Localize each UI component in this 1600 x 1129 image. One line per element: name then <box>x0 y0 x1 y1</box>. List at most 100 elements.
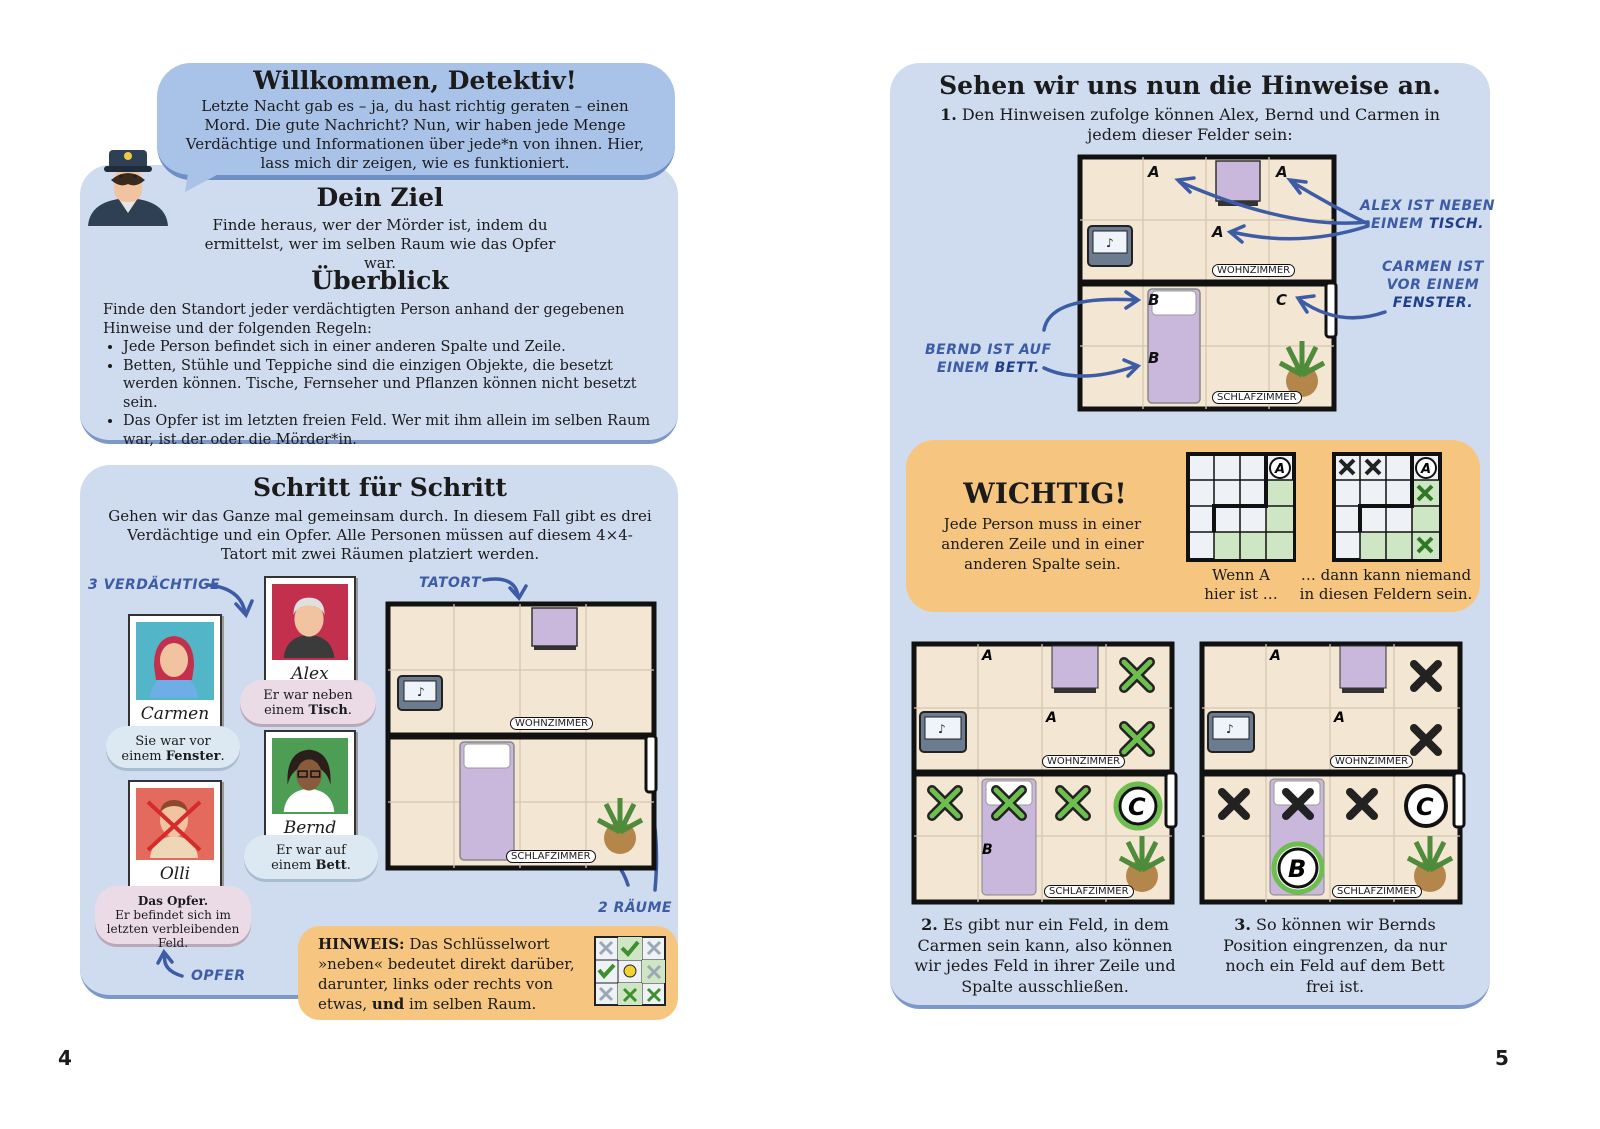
cell-letter-b: B <box>1288 855 1306 883</box>
room-label-living: WOHNZIMMER <box>1330 755 1414 768</box>
alex-clue: Er war neben einem Tisch. <box>240 680 376 724</box>
example-caption-2: … dann kann niemand in diesen Feldern se… <box>1299 566 1473 603</box>
step-2-number: 2. <box>921 915 938 934</box>
hint-body: Das Schlüsselwort »neben« bedeutet direk… <box>318 935 575 1013</box>
cell-letter-c: C <box>1276 291 1287 309</box>
svg-text:♪: ♪ <box>1226 722 1234 736</box>
label-victim: Opfer <box>191 968 246 984</box>
cell-letter-a: A <box>1333 710 1345 726</box>
steps-title: Schritt für Schritt <box>253 473 507 502</box>
clue-keyword: Fenster <box>165 749 221 764</box>
label-suspects: 3 Verdächtige <box>88 577 221 593</box>
cell-letter-a: A <box>1269 648 1281 664</box>
cell-letter-a: A <box>1045 710 1057 726</box>
goal-title: Dein Ziel <box>316 183 444 212</box>
room-label-living: WOHNZIMMER <box>1212 264 1296 277</box>
cell-letter-a: A <box>1275 163 1288 181</box>
label-rooms: 2 Räume <box>598 900 672 916</box>
carmen-clue: Sie war vor einem Fenster. <box>106 726 240 768</box>
step-3-text: 3. So können wir Bernds Position eingren… <box>1210 915 1460 997</box>
clue-end: . <box>346 858 351 873</box>
overview-intro: Finde den Standort jeder verdächtigten P… <box>103 302 625 337</box>
clues-title: Sehen wir uns nun die Hinweise an. <box>939 71 1441 100</box>
suspect-name: Bernd <box>283 818 337 838</box>
cell-letter-a: A <box>1420 462 1431 477</box>
room-label-bedroom: SCHLAFZIMMER <box>1332 885 1422 898</box>
important-text: Jede Person muss in einer anderen Zeile … <box>941 515 1144 573</box>
welcome-bubble <box>157 63 675 180</box>
clue-line: Er war auf <box>276 843 346 858</box>
clue-line: einem <box>121 749 166 764</box>
goal-text: Finde heraus, wer der Mörder ist, indem … <box>204 216 556 272</box>
svg-text:♪: ♪ <box>417 685 425 699</box>
detective-icon <box>88 150 168 226</box>
clue-end: . <box>347 703 352 718</box>
suspect-name: Carmen <box>140 704 210 724</box>
step-2-text: 2. Es gibt nur ein Feld, in dem Carmen s… <box>910 915 1180 997</box>
annotation-keyword: Bett. <box>994 360 1040 376</box>
annotation-line: Carmen ist <box>1382 259 1484 275</box>
room-label-bedroom: SCHLAFZIMMER <box>1212 391 1302 404</box>
annotation-line: vor einem <box>1386 277 1480 293</box>
step-2-body: Es gibt nur ein Feld, in dem Carmen sein… <box>914 915 1176 996</box>
step-3-number: 3. <box>1234 915 1251 934</box>
rule-item: Das Opfer ist im letzten freien Feld. We… <box>123 412 668 449</box>
step-1-text: 1. Den Hinweisen zufolge können Alex, Be… <box>940 105 1440 145</box>
suspect-card-carmen: Carmen <box>128 614 222 728</box>
cell-letter-c: C <box>1416 793 1434 821</box>
victim-name: Olli <box>159 864 191 884</box>
carmen-portrait-icon <box>150 636 198 698</box>
hint-grid-icon <box>594 936 666 1006</box>
annotation-alex: Alex ist neben einem Tisch. <box>1360 197 1495 233</box>
cell-letter-b: B <box>1148 291 1159 309</box>
goal-panel <box>80 165 678 444</box>
annotation-keyword: Tisch. <box>1428 216 1484 232</box>
room-label-living: WOHNZIMMER <box>510 717 594 730</box>
example-grid-2: A <box>1332 452 1442 562</box>
page-number-left: 4 <box>58 1046 72 1070</box>
annotation-bernd: Bernd ist auf einem Bett. <box>925 341 1052 377</box>
victim-card-olli: Olli <box>128 780 222 888</box>
step-3-body: So können wir Bernds Position eingrenzen… <box>1223 915 1447 996</box>
important-title: WICHTIG! <box>963 477 1127 510</box>
crime-scene-grid: ♪ <box>385 601 658 871</box>
annotation-line: einem <box>1370 216 1429 232</box>
welcome-text: Letzte Nacht gab es – ja, du hast richti… <box>185 97 645 172</box>
cell-letter-b: B <box>982 842 993 858</box>
victim-text: Er befindet sich im letzten verbleibende… <box>106 908 240 950</box>
suspect-card-alex: Alex <box>264 576 356 688</box>
suspect-name: Alex <box>291 664 329 684</box>
room-label-bedroom: SCHLAFZIMMER <box>1044 885 1134 898</box>
cell-letter-c: C <box>1128 793 1146 821</box>
annotation-keyword: Fenster. <box>1392 295 1474 311</box>
label-scene: Tatort <box>419 575 482 591</box>
hint-body-end: im selben Raum. <box>404 995 537 1013</box>
annotation-line: Alex ist neben <box>1360 198 1495 214</box>
olli-portrait-icon <box>146 800 202 858</box>
welcome-title: Willkommen, Detektiv! <box>253 66 577 95</box>
bubble-tail <box>185 160 230 192</box>
overview-title: Überblick <box>311 266 449 295</box>
cell-letter-b: B <box>1148 349 1159 367</box>
rule-item: Jede Person befindet sich in einer ander… <box>123 338 668 357</box>
clue-line: Er war neben <box>263 688 353 703</box>
cell-letter-a: A <box>1211 223 1224 241</box>
room-label-living: WOHNZIMMER <box>1042 755 1126 768</box>
svg-text:♪: ♪ <box>1106 236 1114 250</box>
clue-keyword: Bett <box>315 858 347 873</box>
clue-end: . <box>220 749 225 764</box>
annotation-line: Bernd ist auf <box>925 342 1052 358</box>
victim-title: Das Opfer. <box>137 894 209 908</box>
hint-text: HINWEIS: Das Schlüsselwort »neben« bedeu… <box>318 934 586 1014</box>
alex-portrait-icon <box>283 597 335 658</box>
step-3-grid: ♪ A A C B <box>1199 641 1466 905</box>
svg-text:♪: ♪ <box>938 722 946 736</box>
step-2-grid: ♪ A A B C <box>911 641 1178 905</box>
rules-list: Jede Person befindet sich in einer ander… <box>103 338 668 449</box>
cell-letter-a: A <box>1147 163 1160 181</box>
annotation-line: einem <box>936 360 995 376</box>
cell-letter-a: A <box>981 648 993 664</box>
victim-clue: Das Opfer. Er befindet sich im letzten v… <box>95 886 251 950</box>
hint-keyword: und <box>371 995 405 1013</box>
